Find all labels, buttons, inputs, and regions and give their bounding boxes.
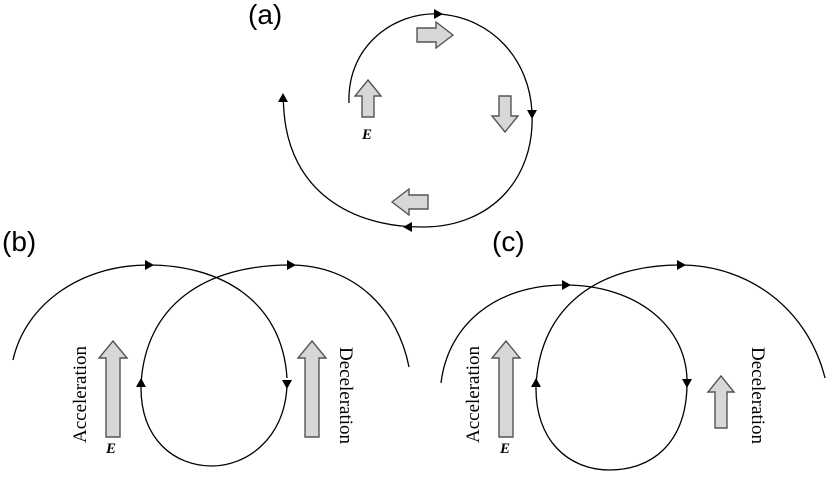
panel-c-loop: [535, 384, 688, 471]
panel-c-field-arrow-decel: [706, 374, 736, 429]
panel-b-arc-left: [12, 264, 288, 379]
panel-a-field-arrow-up: [353, 78, 383, 118]
panel-a-field-arrow-right: [416, 20, 455, 50]
panel-a-direction-arrow-right: [527, 110, 537, 119]
panel-b-field-arrow-decel: [296, 339, 328, 438]
panel-b-direction-arrow-2: [282, 380, 292, 389]
panel-a-field-symbol: E: [361, 127, 372, 143]
panel-c-direction-arrow-1: [562, 280, 571, 290]
panel-a-field-arrow-left: [390, 187, 429, 217]
panel-b: (b) Acceleration Deceleration E: [2, 226, 410, 467]
panel-a-direction-arrow-bottom: [403, 222, 412, 232]
panel-a: (a) E: [248, 0, 537, 232]
panel-c-deceleration-label: Deceleration: [747, 347, 768, 445]
panel-a-field-arrow-down: [490, 95, 520, 134]
panel-b-arc-right: [140, 264, 410, 386]
panel-a-direction-arrow-top: [434, 9, 443, 19]
panel-c: (c) Acceleration Deceleration E: [440, 226, 826, 471]
panel-b-field-arrow-accel: [97, 339, 129, 438]
panel-c-field-arrow-accel: [490, 339, 522, 438]
panel-c-direction-arrow-2: [682, 379, 692, 388]
panel-b-deceleration-label: Deceleration: [335, 347, 356, 445]
panel-b-acceleration-label: Acceleration: [70, 345, 91, 443]
panel-a-trajectory: [282, 13, 533, 228]
panel-a-direction-arrow-end: [278, 93, 288, 102]
panel-c-arc-right: [535, 264, 826, 387]
panel-b-loop: [140, 384, 288, 467]
panel-c-acceleration-label: Acceleration: [463, 345, 484, 443]
panel-b-label: (b): [2, 226, 36, 257]
panel-b-field-symbol: E: [105, 441, 116, 457]
panel-a-label: (a): [248, 0, 282, 30]
panel-b-direction-arrow-1: [145, 260, 154, 270]
panel-b-direction-arrow-4: [287, 260, 296, 270]
panel-c-direction-arrow-4: [677, 260, 686, 270]
panel-c-field-symbol: E: [499, 441, 510, 457]
panel-c-label: (c): [492, 226, 525, 257]
